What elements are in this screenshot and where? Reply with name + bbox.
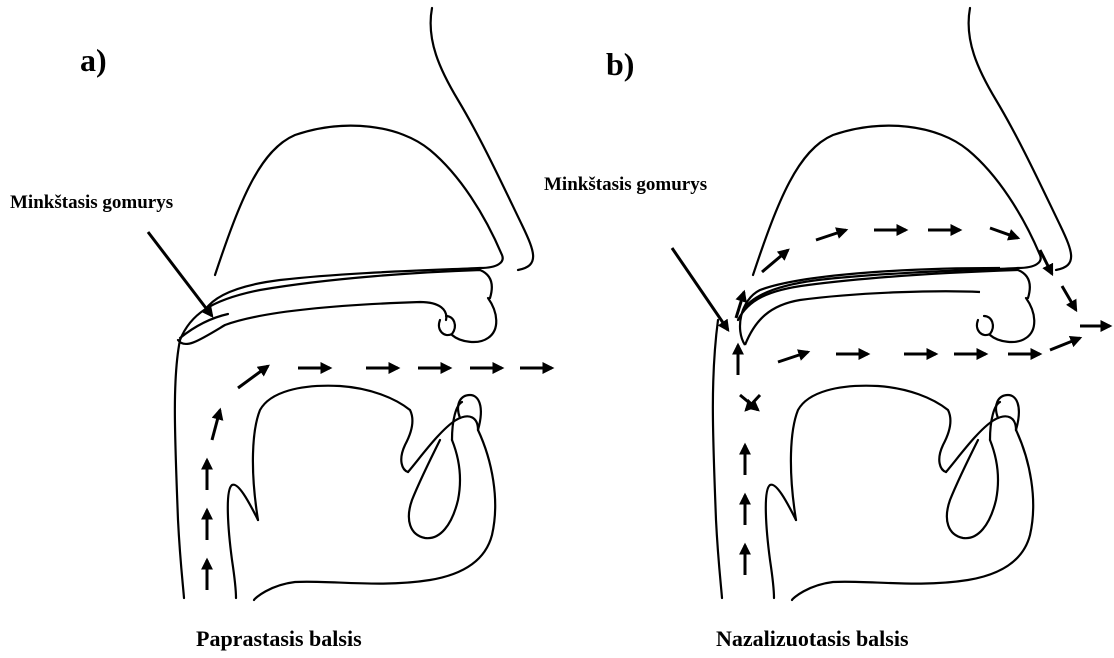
panel-a-airflow-arrows bbox=[207, 366, 552, 590]
panel-b-head-outline bbox=[713, 8, 1071, 600]
panel-a-pointer-arrow bbox=[148, 232, 212, 316]
panel-b-airflow-arrows bbox=[736, 228, 1110, 575]
panel-b-pointer-arrow bbox=[672, 248, 728, 330]
panel-a-head-outline bbox=[175, 8, 533, 600]
panel-b-velum-inner bbox=[745, 291, 980, 345]
